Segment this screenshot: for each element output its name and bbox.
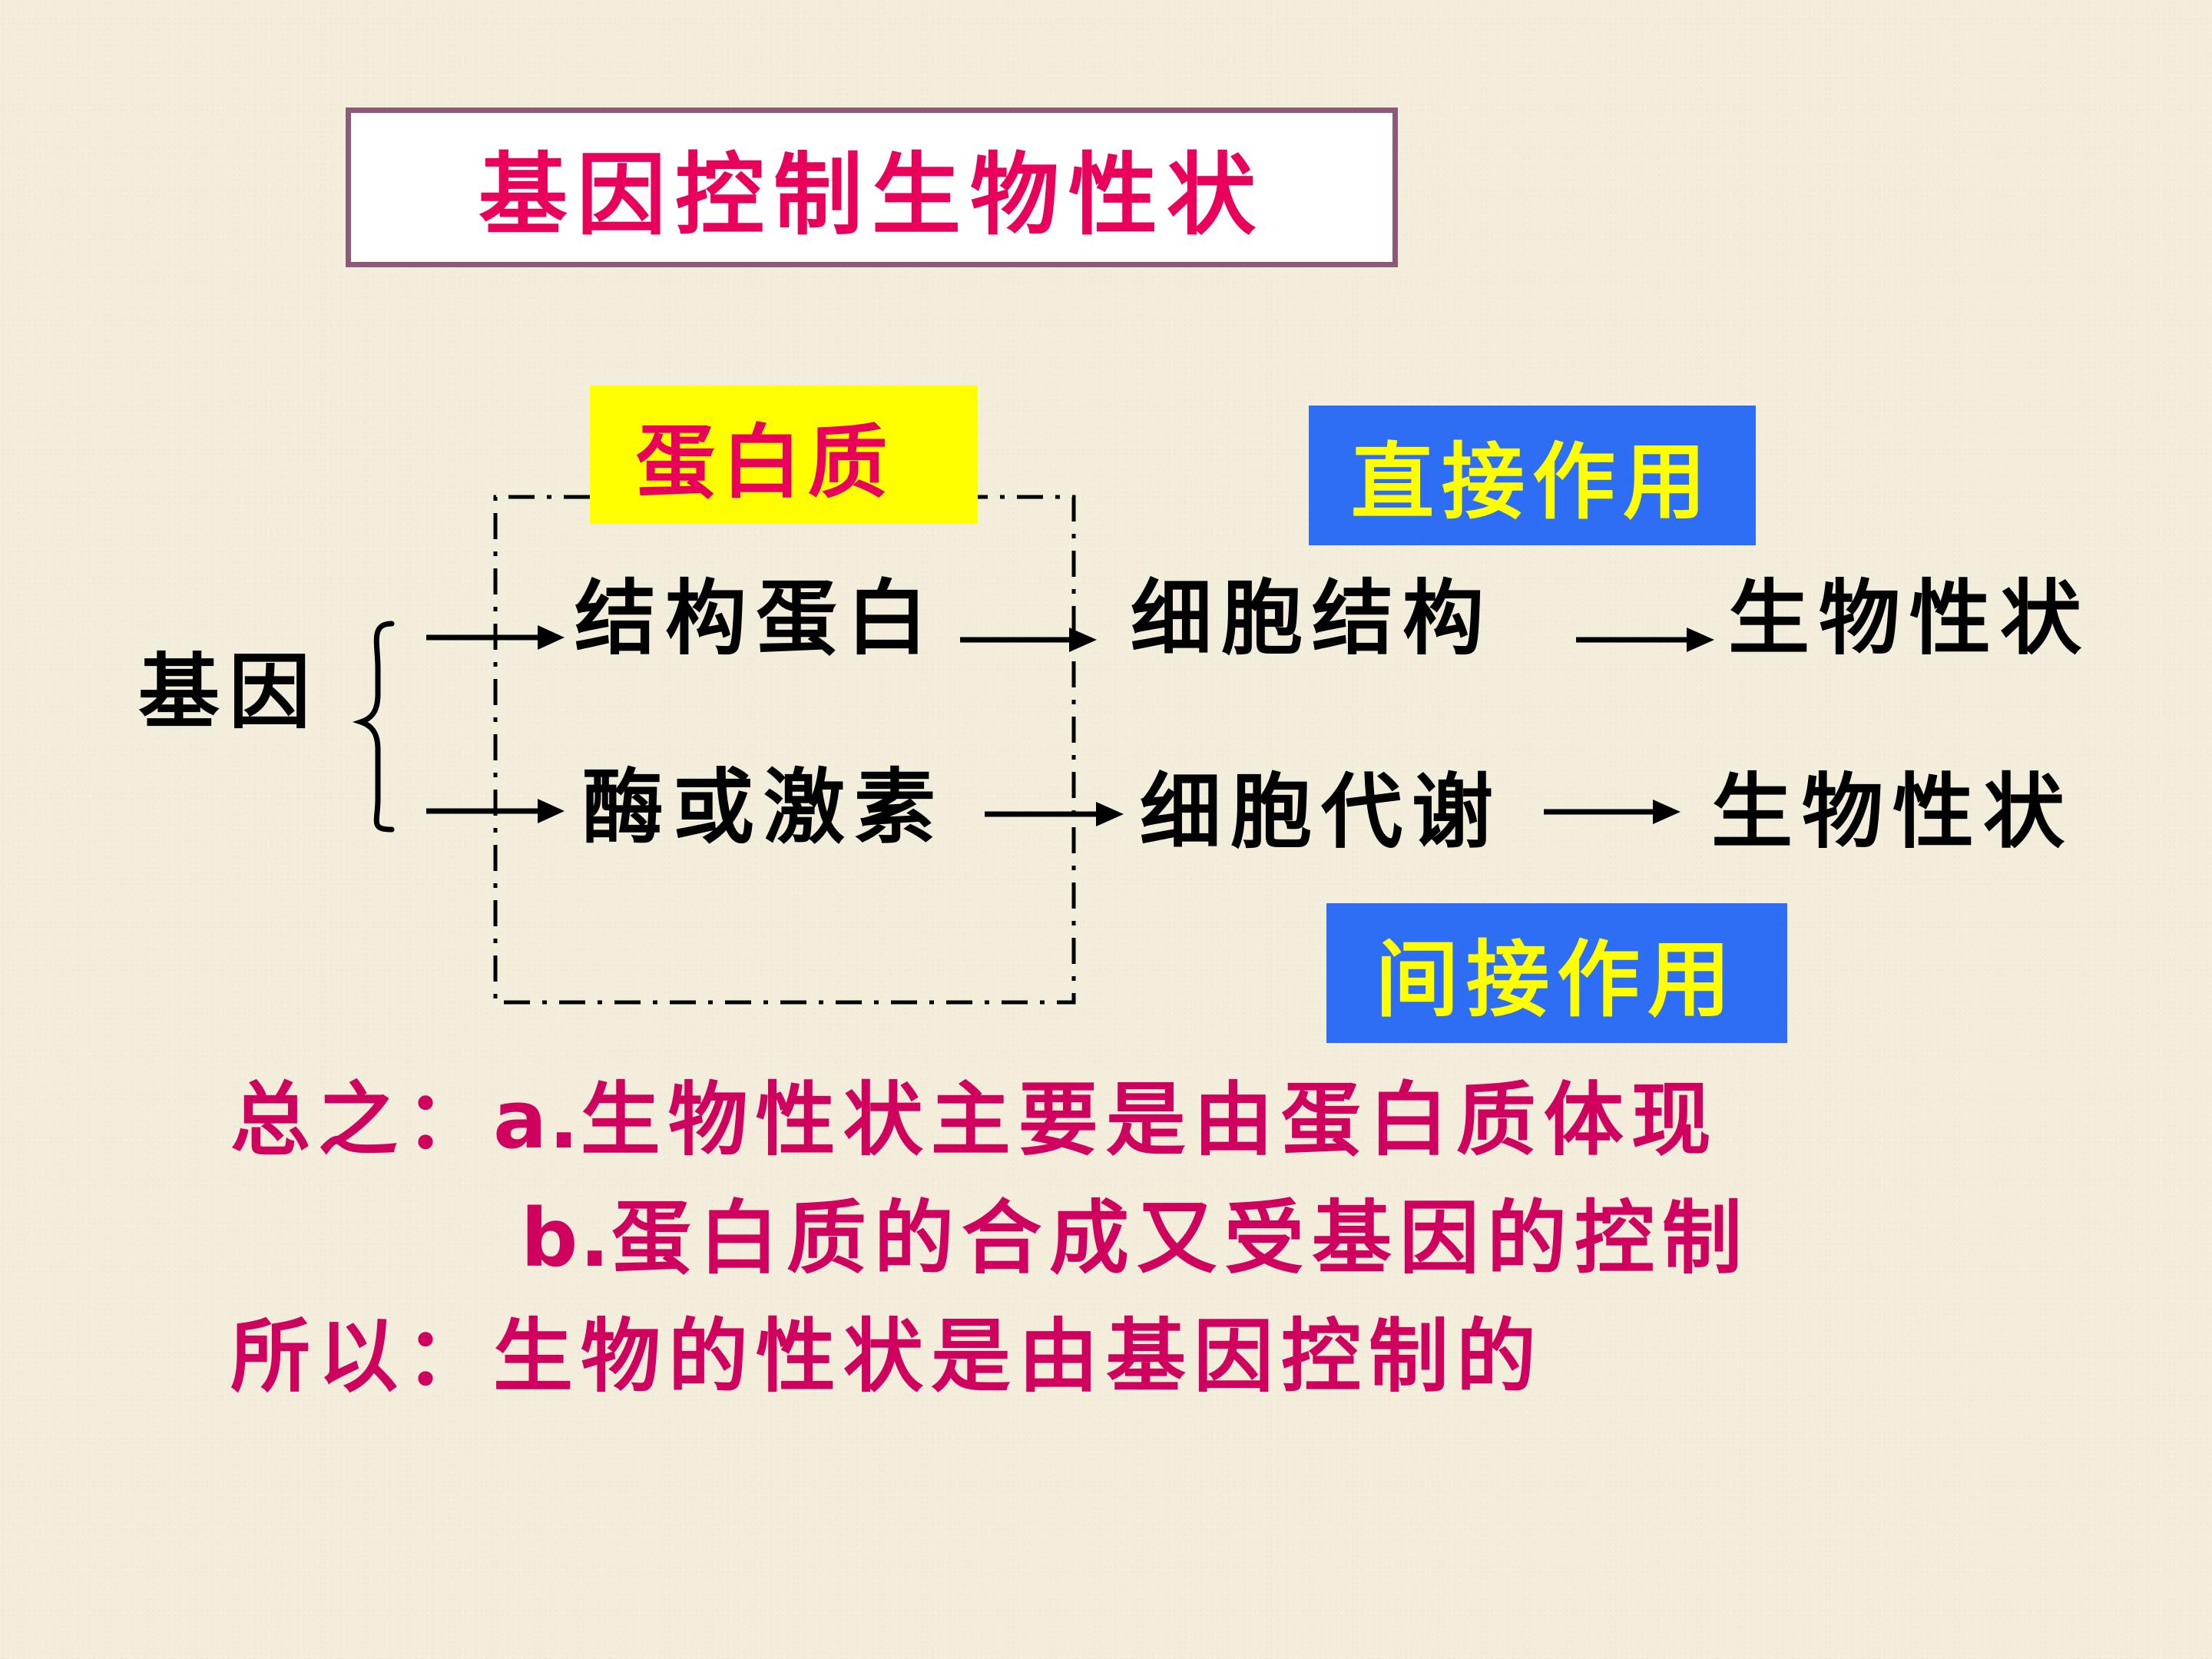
gene-node: 基因 (138, 644, 320, 740)
title-box: 基因控制生物性状 (346, 108, 1398, 267)
arrow-cell-metabolism-to-trait (1544, 800, 1681, 824)
cell-metabolism-node: 细胞代谢 (1140, 763, 1502, 859)
trait-node-1: 生物性状 (1728, 570, 2091, 666)
gene-brace (352, 621, 395, 833)
arrow-gene-to-enzyme-hormone (426, 799, 565, 823)
trait-node-2: 生物性状 (1711, 763, 2074, 859)
summary-line-3: 所以：生物的性状是由基因控制的 (230, 1316, 1544, 1396)
arrow-gene-to-structural-protein (426, 625, 565, 650)
summary-text-a: 生物性状主要是由蛋白质体现 (580, 1072, 1719, 1167)
enzyme-hormone-node: 酶或激素 (582, 759, 945, 855)
indirect-effect-label: 间接作用 (1375, 932, 1738, 1028)
summary-line-2: b.蛋白质的合成又受基因的控制 (521, 1198, 1750, 1279)
arrow-cell-structure-to-trait (1576, 628, 1714, 652)
structural-protein-node: 结构蛋白 (575, 570, 937, 666)
direct-effect-box: 直接作用 (1309, 406, 1756, 545)
arrow-structural-protein-to-cell-structure (960, 628, 1097, 652)
arrow-enzyme-hormone-to-cell-metabolism (985, 802, 1124, 826)
protein-label-box: 蛋白质 (590, 386, 978, 524)
summary-conclusion: 生物的性状是由基因控制的 (493, 1309, 1545, 1403)
summary-lead-3: 所以： (230, 1309, 494, 1403)
direct-effect-label: 直接作用 (1350, 434, 1714, 531)
protein-label: 蛋白质 (635, 414, 894, 509)
page-title: 基因控制生物性状 (478, 143, 1265, 247)
summary-line-1: 总之：a.生物性状主要是由蛋白质体现 (230, 1080, 1719, 1161)
summary-lead-1: 总之： (230, 1072, 494, 1167)
summary-marker-b: b. (521, 1191, 611, 1285)
summary-marker-a: a. (493, 1073, 581, 1167)
summary-text-b: 蛋白质的合成又受基因的控制 (611, 1190, 1750, 1285)
cell-structure-node: 细胞结构 (1131, 570, 1493, 666)
indirect-effect-box: 间接作用 (1326, 903, 1787, 1043)
protein-group-outline (493, 495, 1076, 1005)
